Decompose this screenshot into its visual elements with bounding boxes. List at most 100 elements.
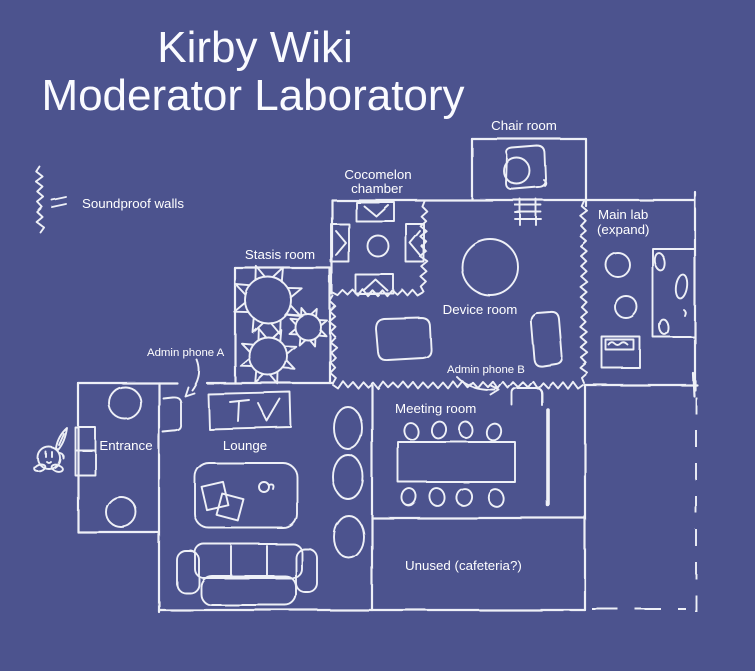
soundproof-device-bottom [332,380,584,390]
speaker-right-chevron [409,230,421,256]
meeting-chair [430,420,448,440]
admin-phone-b-icon [511,387,543,406]
meeting-room-furniture [397,376,550,508]
room-label-stasis: Stasis room [245,247,315,262]
main-lab-circle [605,252,631,278]
room-label-device: Device room [443,302,518,317]
annotation-admin-phone-a: Admin phone A [147,347,225,359]
speaker-bottom-chevron [363,279,389,292]
stasis-pod-icon [248,336,288,376]
chair-room-furniture [503,145,548,226]
main-lab-corner-tick [691,371,696,398]
stasis-pod-spikes [288,307,328,347]
tv-letter-t [229,399,250,422]
speaker-left-icon [330,223,350,263]
cocomelon-furniture [330,201,425,295]
main-lab-bench-icon [601,336,641,369]
entrance-circle [108,386,142,420]
cocomelon-center-seat [366,234,390,258]
device-blob-left [375,317,433,362]
bench-pillow [605,339,635,351]
lounge-oval-seat [333,515,365,559]
room-label-chair-room: Chair room [491,118,557,133]
couch-cushion-lines [230,545,268,578]
stasis-pods [233,265,328,385]
mug-icon [258,481,270,493]
stasis-pod-icon [294,313,322,341]
entrance-door-icon [74,449,96,476]
chair-icon [505,145,547,191]
room-label-main-lab-1: Main lab [598,207,648,222]
page-title-line1: Kirby Wiki [157,23,353,72]
annotation-admin-phone-b: Admin phone B [447,364,525,376]
legend-equals-icon [51,196,67,208]
meeting-chair [455,487,473,507]
lounge-table-icon [194,462,298,529]
subroom-ellipse [658,318,670,336]
room-label-meeting: Meeting room [395,401,476,416]
tv-letter-v [257,398,281,422]
room-label-entrance: Entrance [99,438,152,453]
couch-armrest-icon [176,550,200,594]
device-room-furniture [375,238,564,368]
couch-armrest-icon [295,548,318,593]
room-label-unused: Unused (cafeteria?) [405,558,522,573]
tv-icon [207,391,292,430]
subroom-ellipse [675,274,689,300]
room-label-lounge: Lounge [223,438,267,453]
admin-phone-a-icon [162,395,183,433]
room-label-main-lab-2: (expand) [597,222,649,237]
speaker-top-chevron [363,204,389,217]
subroom-mark [683,309,687,317]
room-label-cocomelon-1: Cocomelon [344,167,411,182]
entrance-circle [105,496,137,528]
soundproof-device-left [328,295,338,384]
page-title-line2: Moderator Laboratory [41,71,464,120]
kirby-doodle [33,427,68,473]
meeting-chair [401,487,417,507]
soundproof-cocomelon-right [419,200,429,293]
ladder-icon [514,198,542,226]
meeting-chair [402,421,420,441]
meeting-table-icon [397,441,516,483]
expansion-outline [592,397,697,612]
meeting-chair [428,487,446,507]
meeting-chair [458,421,474,439]
couch-back-icon [194,543,303,579]
room-label-cocomelon-2: chamber [351,181,403,196]
soundproof-cocomelon-bottom [332,288,424,298]
main-lab-furniture [601,248,695,369]
speaker-top-icon [355,201,395,222]
chair-tail-stroke [543,179,548,187]
subroom-ellipse [653,252,667,272]
stasis-pod-icon [244,276,292,324]
lounge-oval-seat [332,454,364,500]
soundproof-walls [35,166,589,390]
chair-seat-icon [503,157,531,185]
labels: Kirby Wiki Moderator Laboratory Soundpro… [41,23,649,573]
speaker-left-chevron [335,230,347,256]
lounge-furniture [162,359,365,606]
main-lab-subroom-walls [652,248,695,338]
entrance-furniture [33,386,142,528]
legend-soundproof-label: Soundproof walls [82,196,184,211]
lounge-oval-seat [333,406,363,450]
main-lab-circle [614,295,638,319]
mug-handle [268,483,275,490]
meeting-chair [485,422,503,442]
speaker-bottom-icon [355,274,395,295]
device-machine-icon [461,238,519,296]
device-blob-right [529,310,564,368]
card-icon [215,492,245,522]
soundproof-device-right [579,200,589,384]
legend-zigzag-icon [35,166,45,233]
admin-phone-a-arrow [184,359,201,397]
couch-seat-icon [200,575,297,606]
admin-phone-b-arrow [456,376,500,396]
card-icon [200,480,230,512]
stasis-pod-spikes [239,327,297,385]
walls [76,137,699,614]
meeting-chair [487,488,505,508]
